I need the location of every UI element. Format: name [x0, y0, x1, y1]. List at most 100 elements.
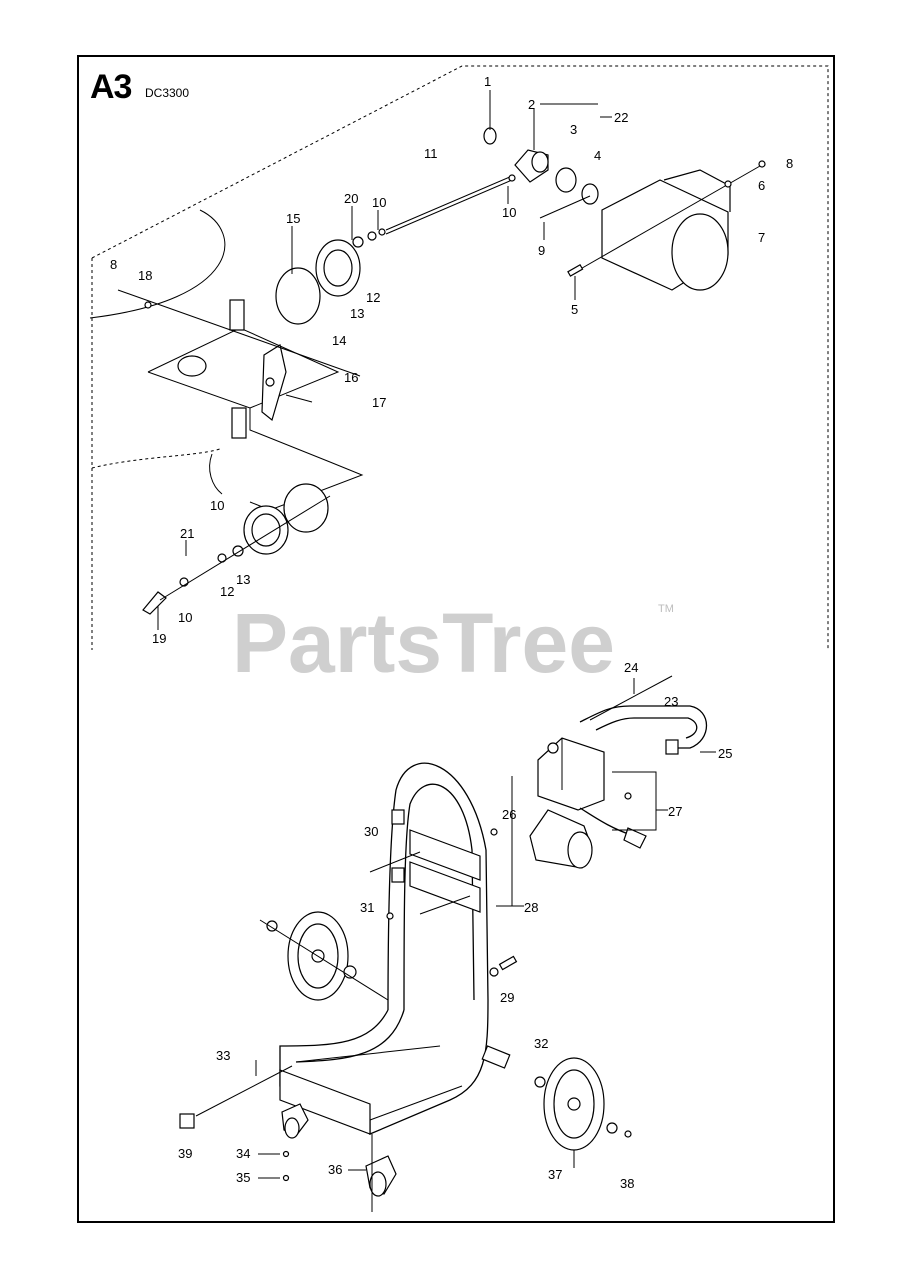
part-label: 26	[502, 807, 516, 822]
part-label: 39	[178, 1146, 192, 1161]
part-label: 21	[180, 526, 194, 541]
wheel-right-washer	[534, 1076, 546, 1088]
bracket-27	[612, 771, 657, 831]
part-label: 27	[668, 804, 682, 819]
base-frame-inner	[295, 1009, 405, 1063]
motor-7-endcap	[671, 213, 729, 291]
frame-arch-30	[387, 762, 489, 1011]
part-label: 13	[350, 306, 364, 321]
part-label: 1	[484, 74, 491, 89]
diagram-frame	[77, 55, 835, 1223]
washer-38	[606, 1122, 618, 1134]
housing-2-bore	[531, 151, 549, 173]
opening-hole	[177, 355, 207, 377]
screw-27	[624, 792, 632, 800]
cover-plate-lower	[283, 483, 329, 533]
part-label: 5	[571, 302, 578, 317]
washer-6	[724, 180, 732, 188]
part-label: 34	[236, 1146, 250, 1161]
bolt-28	[419, 895, 471, 915]
power-cord-27	[579, 807, 635, 837]
caster-36-wheel	[369, 1171, 387, 1197]
leader-31	[369, 851, 421, 873]
part-label: 2	[528, 97, 535, 112]
part-label: 38	[620, 1176, 634, 1191]
part-label: 4	[594, 148, 601, 163]
drum-lower-arc	[91, 447, 223, 469]
switch-knob	[547, 742, 559, 754]
leader-19	[159, 495, 331, 601]
bracket-25	[665, 739, 679, 755]
handle-25-inner	[595, 717, 698, 739]
part-label: 6	[758, 178, 765, 193]
bolt-19	[142, 591, 167, 615]
handle-25	[579, 705, 707, 749]
wheel-right-hub	[567, 1097, 581, 1111]
coupling-3	[555, 167, 577, 193]
leader-8-18	[117, 289, 361, 377]
bearing-4	[581, 183, 599, 205]
part-label: 29	[500, 990, 514, 1005]
caster-left-wheel	[284, 1117, 300, 1139]
part-label: 3	[570, 122, 577, 137]
base-rail-b	[369, 1085, 463, 1121]
part-label: 18	[138, 268, 152, 283]
frame-arch-30-inner	[403, 783, 475, 1011]
part-label: 8	[786, 156, 793, 171]
bracket-30-b	[391, 867, 405, 883]
part-label: 15	[286, 211, 300, 226]
cover-plate-15	[275, 267, 321, 325]
part-label: 23	[664, 694, 678, 709]
nut-38	[624, 1130, 632, 1138]
part-label: 12	[220, 584, 234, 599]
part-label: 13	[236, 572, 250, 587]
part-label: 30	[364, 824, 378, 839]
bracket-lower	[231, 407, 247, 439]
part-label: 19	[152, 631, 166, 646]
latch-pin-leader	[285, 394, 313, 403]
part-label: 9	[538, 243, 545, 258]
part-label: 12	[366, 290, 380, 305]
leader-26	[496, 776, 513, 907]
nut-35	[282, 1174, 290, 1182]
base-rail	[295, 1045, 441, 1063]
bracket-upper	[229, 299, 245, 331]
part-1	[483, 127, 497, 145]
bracket-30	[391, 809, 405, 825]
part-label: 32	[534, 1036, 548, 1051]
nut-29	[489, 967, 499, 977]
part-label: 20	[344, 191, 358, 206]
assembly-outline-dashed	[91, 65, 829, 650]
latch-pivot	[265, 377, 275, 387]
mount-plate-28-b	[409, 861, 481, 913]
screw-26	[490, 828, 498, 836]
model-number: DC3300	[145, 86, 190, 100]
part-label: 28	[524, 900, 538, 915]
leader-23	[589, 675, 673, 721]
watermark-text: PartsTree	[232, 596, 615, 690]
part-label: 31	[360, 900, 374, 915]
part-label: 7	[758, 230, 765, 245]
motor-28-endcap	[567, 831, 593, 869]
part-label: 14	[332, 333, 346, 348]
base-crossbar	[279, 1069, 371, 1135]
bolt-29	[498, 955, 518, 971]
axle-left-leader	[259, 919, 389, 1001]
part-label: 25	[718, 746, 732, 761]
shaft-11	[385, 175, 513, 231]
part-label: 8	[110, 257, 117, 272]
washer-10-upper	[508, 174, 516, 182]
part-label: 10	[210, 498, 224, 513]
drum-lower-arc-b	[209, 453, 223, 495]
plug-27	[623, 827, 647, 849]
gasket-14-inner	[323, 249, 353, 287]
motor-7-box	[663, 169, 731, 212]
watermark-tm: TM	[658, 603, 674, 615]
part-label: 10	[502, 205, 516, 220]
washer-13	[352, 236, 364, 248]
part-label: 36	[328, 1162, 342, 1177]
part-label: 10	[372, 195, 386, 210]
part-label: 22	[614, 110, 628, 125]
axle-32	[481, 1045, 511, 1069]
